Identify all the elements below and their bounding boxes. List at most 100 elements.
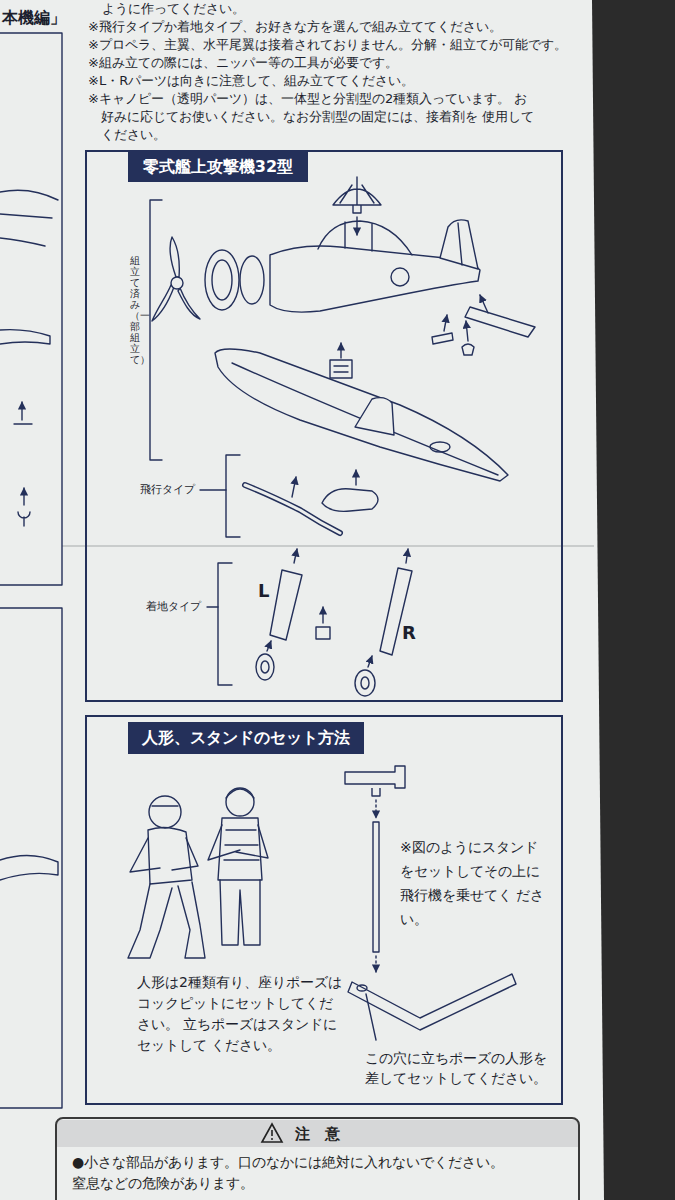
engine-ring [240,256,264,304]
standing-pilot [208,825,268,860]
section-title: 零式艦上攻撃機32型 [143,157,293,177]
bracket-label: 組立て済み（一部組立て） [130,255,140,365]
right-wheel [361,677,369,689]
stand-hole [357,985,367,991]
cockpit-part [334,366,348,372]
wing-line [232,363,498,475]
side-mark: R [402,623,416,643]
tailplane-part [465,307,535,337]
canopy-part [333,177,381,213]
section-box: ※図のようにスタンド をセットしてその上に 飛行機を乗せてく ださい。人形は2種… [85,715,563,1105]
tail-wheel-part [316,627,330,639]
note-line: ※キャノピー（透明パーツ）は、一体型と分割型の2種類入っています。 お好みに応じ… [88,90,538,144]
arrow [406,549,408,563]
arrow [356,217,357,235]
stand-top [345,766,405,796]
stand-rod [373,822,379,952]
cowling [205,250,239,310]
note-line: ※組み立ての際には、ニッパー等の工具が必要です。 [88,54,583,72]
standing-pilot [220,880,260,945]
cowling [212,260,232,300]
warning-icon [271,1138,273,1140]
left-wheel [261,661,269,673]
rudder-line [458,223,462,265]
seated-pilot [148,827,192,884]
stand-base [348,974,516,1030]
arrow [294,549,297,563]
note-line: ※プロペラ、主翼、水平尾翼は接着されておりません。分解・組立てが可能です。 [88,36,583,54]
seated-pilot [149,796,181,828]
seated-pilot [152,805,178,806]
side-panel [0,33,62,585]
lower-fuselage [355,398,394,435]
small-part [462,344,474,355]
leader-line [366,994,376,1040]
propeller [170,237,179,277]
seated-pilot [128,882,205,958]
bracket [150,200,162,460]
side-sketch [14,423,32,424]
note-text: この穴に立ちポーズの人形を 差してセットしてください。 [365,1048,560,1088]
side-sketch [18,512,30,526]
right-wheel [355,670,375,696]
section-header: 零式艦上攻撃機32型 [128,152,308,182]
arrow [322,607,323,623]
side-arrow [23,488,24,505]
propeller [178,288,200,319]
arrow [466,321,468,341]
section-title: 人形、スタンドのセット方法 [142,728,350,748]
caution-title: 注 意 [295,1125,340,1143]
note-line: ※飛行タイプか着地タイプ、お好きな方を選んで組み立ててください。 [88,18,583,36]
arrow [355,470,356,485]
leader-line [207,606,218,607]
standing-pilot [218,818,262,880]
tail-fin [440,220,478,269]
side-sketch [0,190,58,246]
type-label: 飛行タイプ [140,483,195,497]
side-mark: L [258,581,269,601]
caution-band [57,1120,578,1147]
warning-icon [262,1124,282,1142]
bracket [226,455,240,537]
small-part [432,333,453,344]
leader-line [200,489,226,490]
type-label: 着地タイプ [146,600,201,614]
arrow [375,800,376,818]
page-title: 本機編」 [2,8,82,28]
main-wing [215,349,508,481]
left-wheel [256,654,274,680]
bracket [218,563,232,685]
fold-line [62,545,594,547]
arrow [267,641,271,651]
seated-pilot [130,838,198,872]
side-sketch [0,855,58,880]
side-panel [0,608,62,1108]
arrow [340,343,341,358]
standing-pilot [226,789,254,798]
hinomaru [391,268,409,286]
warning-icon [271,1130,273,1136]
cockpit-part [330,360,352,378]
section-header: 人形、スタンドのセット方法 [128,722,364,754]
section-box: 組立て済み（一部組立て） 飛行タイプ着地タイプ L R 零式艦上攻撃機32型 [85,150,563,702]
canopy [318,221,412,255]
arrow [375,956,376,972]
arrow [292,477,296,497]
left-strut [270,570,302,640]
propeller [152,285,174,321]
drop-tank [322,489,378,512]
zero-assembly [150,177,535,696]
note-text: ※図のようにスタンド をセットしてその上に 飛行機を乗せてく ださい。 [400,835,550,931]
table-background [592,0,675,1200]
hinomaru [430,442,450,452]
propeller-hub [171,277,183,289]
note-text: 人形は2種類有り、座りポーズは コックピットにセットしてください。 立ちポーズは… [137,972,342,1056]
arrow [368,656,372,667]
caution-box: ●小さな部品があります。口のなかには絶対に入れないでください。 窒息などの危険が… [55,1117,580,1200]
caution-header: 注 意 [57,1120,578,1148]
caution-text: ●小さな部品があります。口のなかには絶対に入れないでください。 窒息などの危険が… [72,1152,517,1194]
note-line: ※L・Rパーツは向きに注意して、組み立ててください。 [88,72,583,90]
